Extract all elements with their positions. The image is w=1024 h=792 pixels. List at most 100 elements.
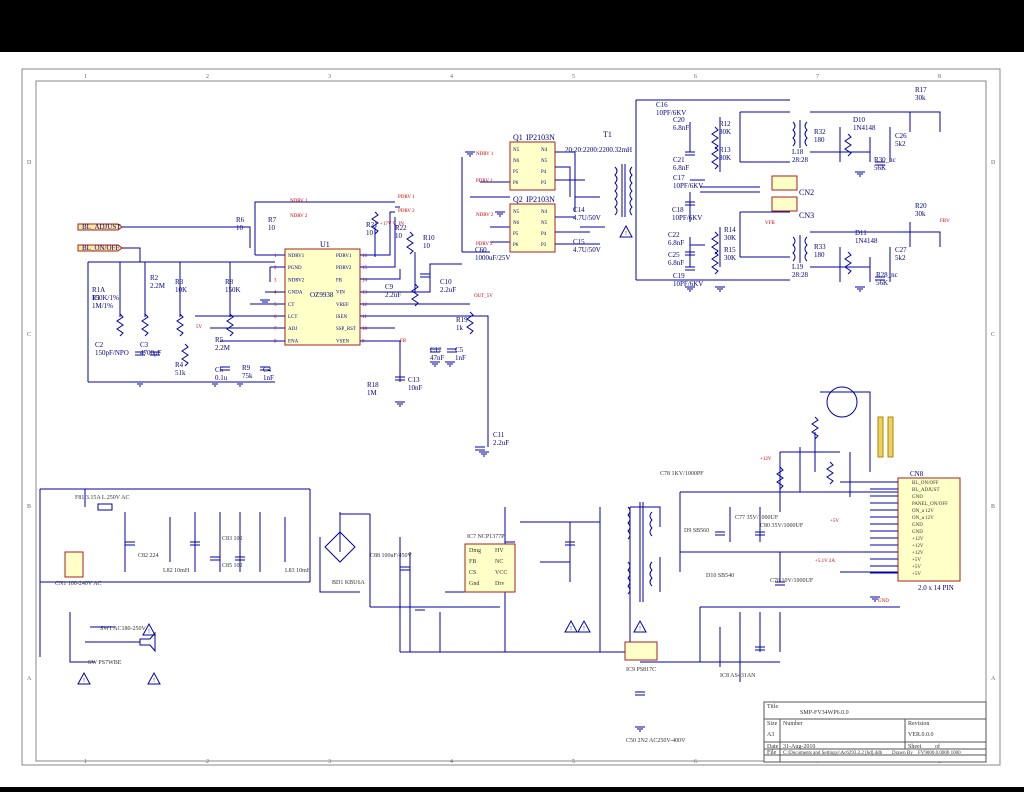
ground-symbol	[210, 381, 220, 387]
warning-icon-glyph: !	[583, 626, 585, 632]
psu-t-sec2	[649, 561, 653, 587]
ac-plug-icon	[139, 631, 156, 653]
inv-part-val: 1nF	[263, 374, 274, 382]
capacitor-symbol	[447, 348, 457, 353]
inv-part-ref: R4	[175, 361, 184, 369]
net-ndrv1-a: NDRV 1	[290, 199, 308, 204]
tb-size: A3	[767, 732, 774, 738]
q1-pin: N5	[541, 159, 548, 164]
u1-pin-name: CT	[288, 303, 294, 308]
wire-gate-drive	[374, 157, 510, 257]
hv-part-val: 28:28	[792, 156, 808, 164]
frame-labels: 1122334455667788DDCCBBAA	[27, 74, 996, 765]
inv-part-val: 1k	[456, 324, 464, 332]
hv-part-ref: C25	[668, 251, 680, 259]
frame-row-right: C	[991, 332, 995, 338]
inv-part-ref: C11	[493, 431, 505, 439]
hv-part-ref: C21	[673, 156, 685, 164]
t1-ref: T1	[603, 130, 612, 139]
q1-pin: P5	[513, 170, 519, 175]
cn8-ref: CN8	[910, 470, 924, 478]
capacitor-symbol	[420, 273, 430, 278]
inv-part-ref: C5	[455, 346, 464, 354]
q2-pin: P3	[541, 243, 547, 248]
resistor-symbol	[176, 313, 184, 337]
warning-icon	[633, 619, 647, 633]
lbl-c80: C80 35V/1000UF	[760, 523, 804, 529]
net-ndrv1-b: NDRV 1	[476, 152, 494, 157]
inv-part-val: 2.2M	[150, 282, 166, 290]
frame-row-right: A	[991, 676, 996, 682]
inv-part-ref: R5	[215, 336, 224, 344]
capacitor-symbol	[635, 691, 645, 696]
resistor-symbol	[411, 283, 419, 307]
q1-pin: P4	[541, 170, 547, 175]
hv-part-val: 6.8nF	[673, 164, 689, 172]
hv-part-val: 6.8nF	[668, 239, 684, 247]
l18-transformer	[792, 120, 808, 148]
tb-title-label: Title	[767, 704, 778, 710]
q2-pin: N6	[513, 221, 520, 226]
inv-part-ref: R22	[395, 224, 407, 232]
u1-pin-num: 11	[362, 315, 367, 320]
switch-label: SW1 AC180-250V	[100, 626, 147, 632]
frame-row-left: C	[27, 332, 31, 338]
tb-sheet-label: Sheet	[908, 744, 922, 750]
hv-part-ref: L18	[792, 148, 804, 156]
tl431-ic8: IC8 AS431AN	[720, 673, 756, 679]
net-pdrv1-b: PDRV 1	[476, 179, 493, 184]
resistor-symbol	[826, 461, 834, 485]
hv-part-val: 180	[814, 251, 825, 259]
warning-icon-glyph: !	[153, 678, 155, 684]
u1-pin-num: 8	[274, 339, 277, 344]
frame-col-top: 5	[572, 74, 575, 80]
hv-part-ref: R20	[915, 202, 927, 210]
cn8-pin-label: +12V	[912, 551, 924, 556]
u1-pin-num: 5	[274, 303, 277, 308]
warning-icon-glyph: !	[148, 629, 150, 635]
t1-primary	[614, 166, 618, 216]
q2-part: IP2103N	[526, 195, 555, 204]
capacitor-symbol	[400, 566, 410, 571]
bridge-bd1: BD1 KBU6A	[324, 531, 366, 586]
net-fbv: FBV	[940, 219, 950, 224]
warning-icon	[77, 671, 91, 685]
hv-part-ref: R14	[724, 226, 736, 234]
tb-file-label: File	[767, 750, 777, 756]
ic7-pin: FB	[469, 559, 476, 565]
lbl-lf2: L83 10mH	[285, 568, 312, 574]
ground-symbol	[685, 286, 695, 292]
psu-labels: C82 224 C83 102 C85 102 C88 100uF/450V C…	[138, 457, 889, 744]
capacitor-symbol	[210, 556, 220, 561]
tb-sheet-of: of	[935, 743, 940, 750]
q1-pin: N6	[513, 159, 520, 164]
frame-col-top: 7	[816, 74, 819, 80]
q1-pin: N4	[541, 148, 548, 153]
q2-pin: N4	[541, 210, 548, 215]
t1-spec: 20:20:2200:2200.32mH	[565, 146, 632, 154]
inv-part-ref: C3	[140, 341, 149, 349]
ground-symbol	[430, 361, 440, 367]
frame-col-bottom: 4	[450, 759, 453, 765]
u1-pin-name: PDRV1	[336, 254, 352, 259]
cn8-pin-label: BL_ADJUST	[912, 488, 940, 493]
cn8-connector: CN8 2.0 x 14 PIN BL_ON/OFFBL_ADJUSTGNDPA…	[870, 470, 961, 592]
cn2-connector: CN2	[771, 175, 814, 197]
net-pdrv2-a: PDRV 2	[398, 209, 415, 214]
hv-part-ref: C17	[673, 174, 685, 182]
warning-icon	[147, 671, 161, 685]
tb-revision: VER.0.0.0	[908, 732, 934, 738]
capacitor-symbol	[875, 276, 885, 281]
hv-part-ref: C16	[656, 101, 668, 109]
warning-icon-glyph: !	[570, 626, 572, 632]
q1-part: IP2103N	[526, 133, 555, 142]
tl431-label: IC8 AS431AN	[720, 673, 756, 679]
title-block: Title SMP-FV34WP6.0.0 Size A3 Number Rev…	[763, 701, 987, 763]
wire-bias-network	[87, 261, 275, 383]
ic7-pin: HV	[495, 548, 504, 554]
u1-pin-num: 6	[274, 315, 277, 320]
ground-symbol	[465, 151, 475, 157]
lbl-c78: C78 1KV/1000PF	[660, 471, 704, 477]
